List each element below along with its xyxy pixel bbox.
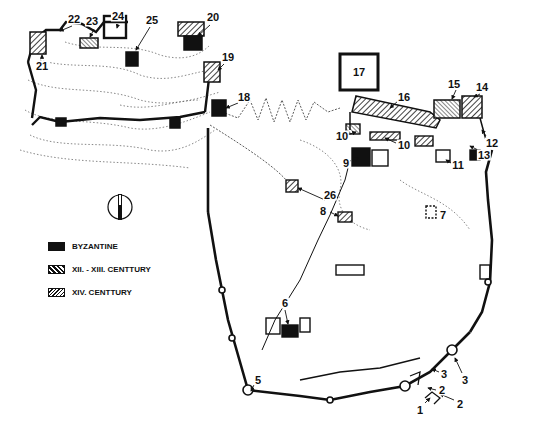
callout-number: 25 bbox=[145, 15, 159, 26]
callout-number: 1 bbox=[416, 405, 424, 416]
callout-number: 2 bbox=[456, 399, 464, 410]
citadel-building bbox=[30, 16, 226, 128]
legend-swatch bbox=[48, 265, 65, 274]
contour-line bbox=[20, 42, 470, 230]
callout-number: 24 bbox=[111, 11, 125, 22]
callout-number: 9 bbox=[342, 158, 350, 169]
outer-wall bbox=[208, 128, 492, 400]
legend-text: XIV. CENTTURY bbox=[72, 288, 132, 297]
callout-number: 10 bbox=[397, 140, 411, 151]
callout-number: 23 bbox=[85, 16, 99, 27]
callout-number: 10 bbox=[335, 131, 349, 142]
legend-swatch bbox=[48, 242, 65, 251]
legend-entry: BYZANTINE bbox=[48, 240, 118, 252]
callout-number: 2 bbox=[438, 385, 446, 396]
callout-number: 18 bbox=[237, 92, 251, 103]
wall-tower bbox=[219, 279, 491, 403]
road bbox=[210, 125, 290, 185]
callout-number: 26 bbox=[323, 190, 337, 201]
callout-number: 19 bbox=[221, 52, 235, 63]
callout-number: 11 bbox=[451, 160, 465, 171]
callout-number: 21 bbox=[35, 61, 49, 72]
legend-entry: XII. - XIII. CENTTURY bbox=[48, 263, 151, 275]
legend-entry: XIV. CENTTURY bbox=[48, 286, 132, 298]
north-arrow bbox=[108, 194, 132, 220]
callout-number: 14 bbox=[475, 82, 489, 93]
callout-number: 22 bbox=[67, 14, 81, 25]
callout-number: 15 bbox=[447, 79, 461, 90]
building bbox=[266, 124, 490, 337]
callout-number: 12 bbox=[485, 138, 499, 149]
legend-text: XII. - XIII. CENTTURY bbox=[72, 265, 151, 274]
gate-structure bbox=[410, 372, 440, 404]
callout-number: 13 bbox=[477, 150, 491, 161]
callout-number: 7 bbox=[439, 210, 447, 221]
callout-number: 8 bbox=[319, 206, 327, 217]
callout-number: 20 bbox=[206, 12, 220, 23]
callout-number: 5 bbox=[254, 375, 262, 386]
callout-number: 3 bbox=[440, 369, 448, 380]
callout-number: 16 bbox=[397, 92, 411, 103]
north-range bbox=[340, 54, 486, 140]
legend-text: BYZANTINE bbox=[72, 242, 118, 251]
inner-wall bbox=[300, 358, 420, 380]
legend-swatch bbox=[48, 288, 65, 297]
callout-number: 17 bbox=[352, 67, 366, 78]
callout-number: 3 bbox=[461, 375, 469, 386]
inner-wall bbox=[262, 160, 350, 350]
callout-number: 6 bbox=[281, 298, 289, 309]
leader-line bbox=[42, 24, 486, 403]
